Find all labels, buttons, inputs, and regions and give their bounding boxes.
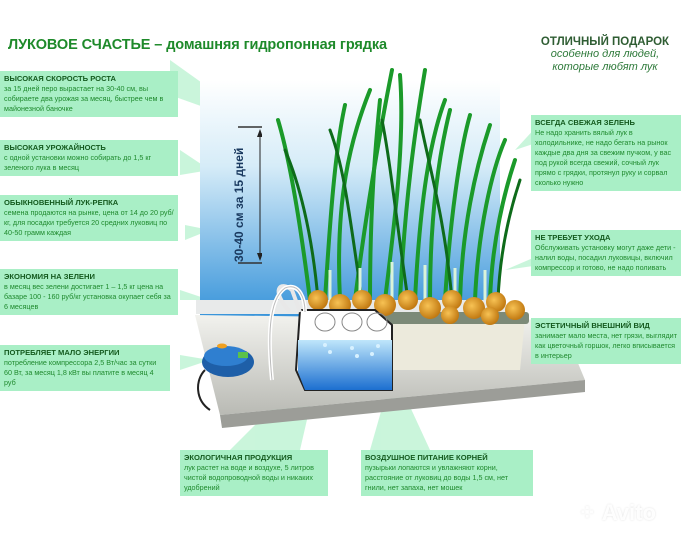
gift-line-2: которые любят лук: [552, 61, 658, 73]
avito-watermark: ⁘ Avito: [578, 500, 656, 526]
callout-eco-product: ЭКОЛОГИЧНАЯ ПРОДУКЦИЯ лук растет на воде…: [180, 450, 328, 496]
gift-heading: ОТЛИЧНЫЙ ПОДАРОК: [540, 36, 670, 48]
callout-heading: НЕ ТРЕБУЕТ УХОДА: [535, 233, 611, 242]
callout-heading: ЭКОЛОГИЧНАЯ ПРОДУКЦИЯ: [184, 453, 293, 462]
page-title: ЛУКОВОЕ СЧАСТЬЕ – домашняя гидропонная г…: [8, 37, 388, 53]
callout-growth-speed: ВЫСОКАЯ СКОРОСТЬ РОСТА за 15 дней перо в…: [0, 71, 178, 117]
callout-heading: ВОЗДУШНОЕ ПИТАНИЕ КОРНЕЙ: [365, 453, 488, 462]
callout-heading: ЭКОНОМИЯ НА ЗЕЛЕНИ: [4, 272, 95, 281]
callout-no-care: НЕ ТРЕБУЕТ УХОДА Обслуживать установку м…: [531, 230, 681, 276]
callout-common-onion: ОБЫКНОВЕННЫЙ ЛУК-РЕПКА семена продаются …: [0, 195, 178, 241]
callout-text: за 15 дней перо вырастает на 30-40 см, в…: [4, 84, 164, 113]
callout-text: лук растет на воде и воздухе, 5 литров ч…: [184, 463, 314, 492]
callout-text: пузырьки лопаются и увлажняют корни, рас…: [365, 463, 509, 492]
gift-line-1: особенно для людей,: [550, 48, 660, 60]
callout-text: потребление компрессора 2,5 Вт/час за су…: [4, 358, 157, 387]
callout-text: занимает мало места, нет грязи, выглядит…: [535, 331, 677, 360]
callout-heading: ЭСТЕТИЧНЫЙ ВНЕШНИЙ ВИД: [535, 321, 650, 330]
callout-text: семена продаются на рынке, цена от 14 до…: [4, 208, 174, 237]
callout-greens-savings: ЭКОНОМИЯ НА ЗЕЛЕНИ в месяц вес зелени до…: [0, 269, 178, 315]
callout-aesthetic: ЭСТЕТИЧНЫЙ ВНЕШНИЙ ВИД занимает мало мес…: [531, 318, 681, 364]
callout-text: с одной установки можно собирать до 1,5 …: [4, 153, 152, 172]
callout-text: в месяц вес зелени достигает 1 – 1,5 кг …: [4, 282, 171, 311]
callout-high-yield: ВЫСОКАЯ УРОЖАЙНОСТЬ с одной установки мо…: [0, 140, 178, 176]
callout-heading: ВСЕГДА СВЕЖАЯ ЗЕЛЕНЬ: [535, 118, 635, 127]
callout-heading: ОБЫКНОВЕННЫЙ ЛУК-РЕПКА: [4, 198, 119, 207]
avito-logo-icon: ⁘: [578, 500, 597, 525]
gift-block: ОТЛИЧНЫЙ ПОДАРОК особенно для людей, кот…: [530, 36, 680, 74]
callout-text: Обслуживать установку могут даже дети - …: [535, 243, 676, 272]
callout-air-root-feeding: ВОЗДУШНОЕ ПИТАНИЕ КОРНЕЙ пузырьки лопают…: [361, 450, 533, 496]
watermark-text: Avito: [601, 500, 656, 525]
callout-heading: ПОТРЕБЛЯЕТ МАЛО ЭНЕРГИИ: [4, 348, 120, 357]
callout-heading: ВЫСОКАЯ СКОРОСТЬ РОСТА: [4, 74, 117, 83]
callout-always-fresh: ВСЕГДА СВЕЖАЯ ЗЕЛЕНЬ Не надо хранить вял…: [531, 115, 681, 191]
callout-low-energy: ПОТРЕБЛЯЕТ МАЛО ЭНЕРГИИ потребление комп…: [0, 345, 170, 391]
height-measure-label: 30-40 см за 15 дней: [232, 147, 246, 262]
callout-text: Не надо хранить вялый лук в холодильнике…: [535, 128, 672, 187]
callout-heading: ВЫСОКАЯ УРОЖАЙНОСТЬ: [4, 143, 106, 152]
height-measure-arrow: [238, 126, 262, 264]
